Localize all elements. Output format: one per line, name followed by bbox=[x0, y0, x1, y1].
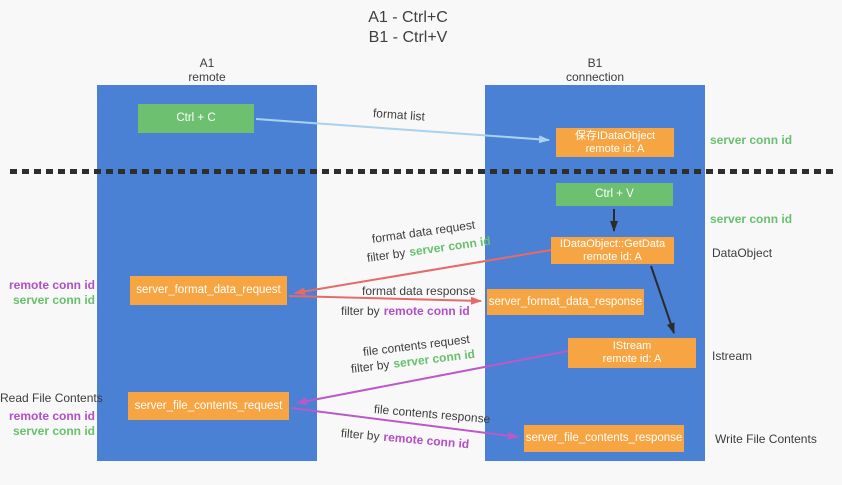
remote-conn-id-text: remote conn id bbox=[383, 304, 470, 318]
label-left-remote-conn-id-mid: remote conn id bbox=[8, 278, 95, 292]
section-divider-dashed-line bbox=[10, 169, 834, 174]
column-a-name: A1 bbox=[199, 56, 215, 70]
node-server-format-data-response-label: server_format_data_response bbox=[488, 295, 643, 308]
label-write-file-contents: Write File Contents bbox=[715, 432, 817, 446]
node-ctrl-c-label: Ctrl + C bbox=[176, 112, 216, 124]
filter-by-text: filter by bbox=[341, 304, 380, 318]
column-b-header: B1 connection bbox=[535, 56, 655, 84]
label-left-server-conn-id-bottom: server conn id bbox=[12, 424, 95, 438]
node-istream: IStream remote id: A bbox=[568, 338, 696, 368]
title-line-1: A1 - Ctrl+C bbox=[368, 9, 448, 26]
node-ctrl-c: Ctrl + C bbox=[138, 104, 254, 133]
node-server-file-contents-request-label: server_file_contents_request bbox=[134, 399, 283, 412]
node-server-file-contents-response: server_file_contents_response bbox=[524, 425, 684, 452]
node-idataobject-getdata-line1: IDataObject::GetData bbox=[559, 237, 666, 250]
column-a-role: remote bbox=[188, 70, 226, 84]
column-b-role: connection bbox=[565, 70, 625, 84]
node-istream-line2: remote id: A bbox=[602, 353, 662, 365]
filter-by-text: filter by bbox=[350, 357, 391, 376]
label-left-server-conn-id-mid: server conn id bbox=[12, 293, 95, 307]
label-right-server-conn-id-top: server conn id bbox=[710, 133, 793, 147]
node-server-file-contents-request: server_file_contents_request bbox=[128, 392, 289, 420]
node-ctrl-v-label: Ctrl + V bbox=[595, 188, 634, 200]
remote-conn-id-text: remote conn id bbox=[382, 429, 470, 452]
node-idataobject-getdata-line2: remote id: A bbox=[583, 250, 642, 263]
label-dataobject: DataObject bbox=[712, 246, 773, 260]
label-right-server-conn-id-mid: server conn id bbox=[710, 212, 793, 226]
column-b-name: B1 bbox=[587, 56, 603, 70]
node-server-format-data-response: server_format_data_response bbox=[487, 289, 644, 315]
node-save-idataobject-line2: remote id: A bbox=[585, 142, 645, 155]
node-ctrl-v: Ctrl + V bbox=[556, 183, 673, 206]
label-left-remote-conn-id-bottom: remote conn id bbox=[8, 409, 95, 423]
node-server-format-data-request: server_format_data_request bbox=[130, 276, 287, 305]
label-istream: Istream bbox=[712, 349, 753, 363]
label-file-contents-response: file contents response bbox=[373, 402, 491, 427]
label-read-file-contents: Read File Contents bbox=[0, 391, 103, 405]
column-a-header: A1 remote bbox=[147, 56, 267, 84]
title-line-2: B1 - Ctrl+V bbox=[368, 29, 448, 46]
node-istream-line1: IStream bbox=[612, 340, 652, 352]
filter-by-text: filter by bbox=[366, 245, 407, 265]
node-server-file-contents-response-label: server_file_contents_response bbox=[525, 432, 683, 444]
node-idataobject-getdata: IDataObject::GetData remote id: A bbox=[551, 237, 674, 264]
label-format-data-response: format data response bbox=[362, 284, 476, 298]
diagram-title: A1 - Ctrl+C B1 - Ctrl+V bbox=[0, 8, 816, 48]
filter-by-text: filter by bbox=[340, 426, 381, 444]
label-format-list: format list bbox=[372, 106, 426, 124]
node-server-format-data-request-label: server_format_data_request bbox=[136, 284, 281, 296]
node-save-idataobject-line1: 保存IDataObject bbox=[574, 129, 656, 142]
node-save-idataobject: 保存IDataObject remote id: A bbox=[556, 128, 674, 157]
